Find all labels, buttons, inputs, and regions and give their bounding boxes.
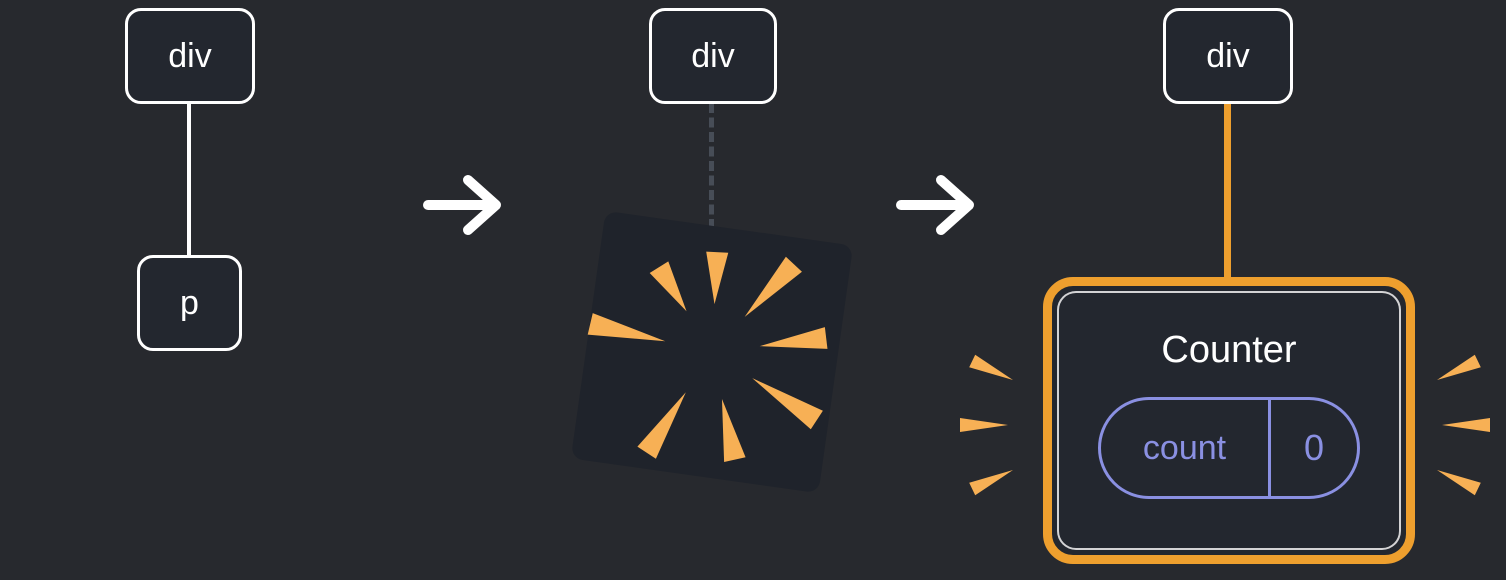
state-pill-divider — [1268, 400, 1271, 496]
counter-component-card: Counter count 0 — [1043, 277, 1415, 564]
parent-child-connector-line — [187, 100, 191, 260]
arrow-right-icon — [896, 175, 974, 235]
new-child-orange-connector — [1224, 100, 1231, 287]
dom-node-label: div — [1206, 36, 1250, 75]
state-key-label: count — [1142, 428, 1227, 467]
dom-node-div-stage3: div — [1163, 8, 1293, 104]
dom-node-div-stage2: div — [649, 8, 777, 104]
dom-node-label: p — [180, 283, 199, 322]
emphasis-sparks-icon — [1437, 354, 1490, 496]
counter-component-card-inner: Counter count 0 — [1057, 291, 1401, 550]
dom-node-div-stage1: div — [125, 8, 255, 104]
state-value: 0 — [1303, 427, 1325, 468]
arrow-right-icon — [423, 175, 501, 235]
dom-node-label: div — [168, 36, 212, 75]
component-title: Counter — [1161, 329, 1297, 371]
emphasis-sparks-icon — [960, 354, 1013, 496]
removed-child-dashed-connector — [709, 103, 714, 229]
destroyed-subtree — [543, 183, 882, 522]
poof-explosion-icon — [587, 251, 828, 462]
dom-node-p-stage1: p — [137, 255, 242, 351]
state-pill: count 0 — [1098, 397, 1360, 499]
dom-node-label: div — [691, 36, 735, 75]
